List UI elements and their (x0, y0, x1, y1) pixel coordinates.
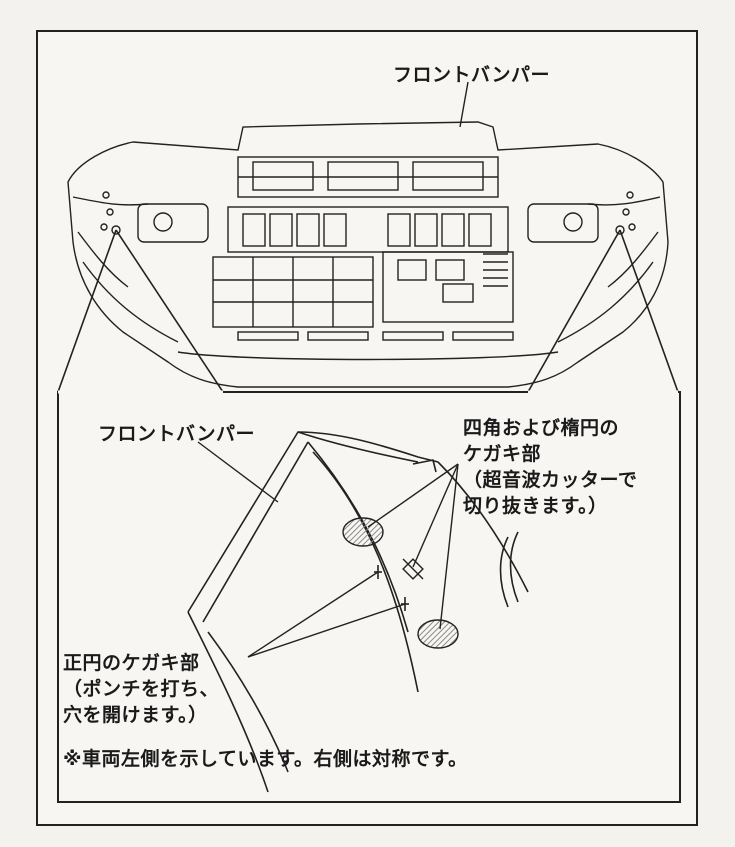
cut-note-line1: （超音波カッターで (463, 469, 638, 491)
ellipse-cut-marks (342, 517, 459, 649)
inset-label-leader (197, 441, 279, 503)
front-bumper-label: フロントバンパー (393, 64, 550, 86)
top-label-leader (459, 81, 469, 128)
punch-note-line2: 穴を開けます。） (63, 704, 208, 726)
cut-title-line2: ケガキ部 (463, 443, 542, 465)
front-bumper-inset-label: フロントバンパー (98, 423, 255, 445)
bumper-illustration (57, 81, 681, 803)
bumper-overview (67, 121, 669, 388)
diagram-frame: フロントバンパー フロントバンパー 四角および楕円の ケガキ部 （超音波カッター… (36, 30, 698, 826)
cut-note-line2: 切り抜きます。） (463, 495, 608, 517)
inset-box (57, 391, 681, 803)
punch-leaders (247, 571, 406, 658)
cut-leaders (367, 463, 459, 630)
punch-title: 正円のケガキ部 (63, 652, 200, 674)
footnote: ※車両左側を示しています。右側は対称です。 (63, 748, 468, 770)
square-cut-mark (402, 558, 424, 580)
bumper-closeup (187, 431, 529, 793)
punch-note-line1: （ポンチを打ち、 (63, 678, 220, 700)
punch-mark-callout: 正円のケガキ部 （ポンチを打ち、 穴を開けます。） (63, 650, 219, 728)
cut-mark-callout: 四角および楕円の ケガキ部 （超音波カッターで 切り抜きます。） (463, 415, 637, 519)
cut-title-line1: 四角および楕円の (463, 417, 620, 439)
callout-lines (57, 229, 679, 393)
